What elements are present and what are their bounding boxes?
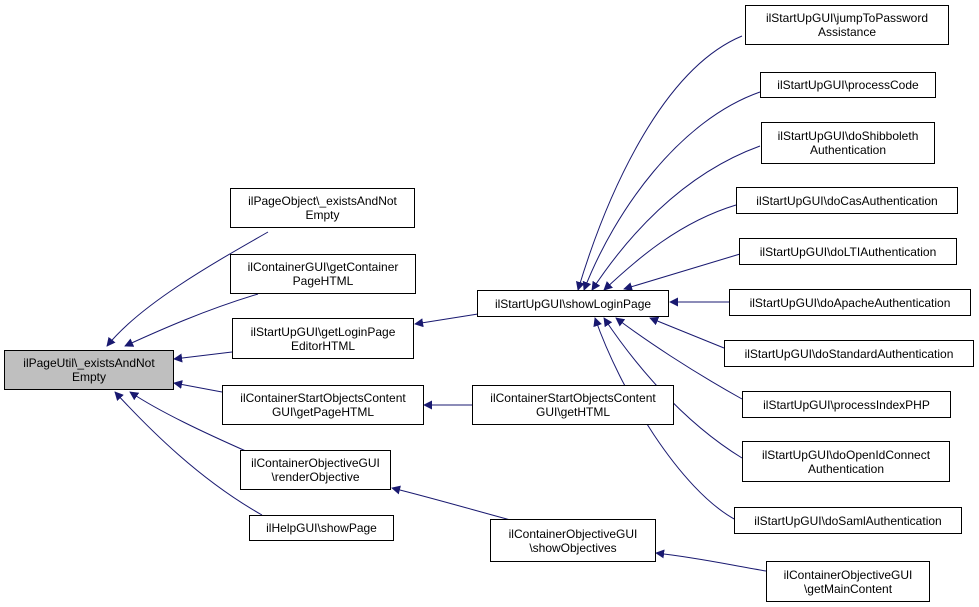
node-startupgui-showloginpage[interactable]: ilStartUpGUI\showLoginPage xyxy=(477,290,669,317)
node-helpgui-showpage[interactable]: ilHelpGUI\showPage xyxy=(249,515,394,541)
node-startupgui-docasauthentication[interactable]: ilStartUpGUI\doCasAuthentication xyxy=(736,187,958,214)
node-label: ilHelpGUI\showPage xyxy=(266,521,377,535)
node-objectivegui-renderobjective[interactable]: ilContainerObjectiveGUI\renderObjective xyxy=(240,450,391,490)
node-startupgui-doapacheauthentication[interactable]: ilStartUpGUI\doApacheAuthentication xyxy=(729,289,971,316)
node-label: ilPageUtil\_existsAndNot xyxy=(23,356,155,370)
node-label: Empty xyxy=(305,208,340,222)
node-label: Authentication xyxy=(807,461,885,476)
edge-pageobject-to-root xyxy=(106,231,269,347)
node-label: ilContainerStartObjectsContent xyxy=(490,391,656,405)
node-label: ilContainerObjectiveGUI xyxy=(251,456,380,470)
node-label: Authentication xyxy=(809,143,887,157)
edge-lti-to-showlogin xyxy=(623,253,741,291)
edge-startupeditor-to-root xyxy=(173,351,233,363)
node-label: EditorHTML xyxy=(290,338,355,353)
edge-help-to-root xyxy=(114,391,263,516)
node-label: ilStartUpGUI\showLoginPage xyxy=(494,296,652,311)
node-label: GUI\getHTML xyxy=(535,405,610,419)
node-startupgui-processindexphp[interactable]: ilStartUpGUI\processIndexPHP xyxy=(742,391,951,418)
edge-cas-to-showlogin xyxy=(603,204,737,291)
edge-objective-to-root xyxy=(129,391,249,453)
edge-standard-to-showlogin xyxy=(649,316,725,349)
node-label: PageHTML xyxy=(292,274,354,288)
edge-maincontent-to-showobjectives xyxy=(655,549,767,572)
node-label: \renderObjective xyxy=(271,470,360,484)
node-label: Assistance xyxy=(817,25,877,39)
node-label: ilStartUpGUI\jumpToPassword xyxy=(765,11,929,25)
node-label: \getMainContent xyxy=(803,581,893,596)
node-startupgui-doltiauthentication[interactable]: ilStartUpGUI\doLTIAuthentication xyxy=(739,238,957,265)
node-label: ilStartUpGUI\doShibboleth xyxy=(777,129,919,143)
node-label: ilContainerGUI\getContainer xyxy=(247,260,399,274)
node-label: ilStartUpGUI\doStandardAuthentication xyxy=(744,346,954,361)
node-label: ilContainerObjectiveGUI xyxy=(508,526,638,541)
edge-csopage-to-root xyxy=(173,380,223,393)
node-label: ilStartUpGUI\doOpenIdConnect xyxy=(761,447,931,462)
node-startupgui-dosamlauthentication[interactable]: ilStartUpGUI\doSamlAuthentication xyxy=(734,507,962,534)
edge-showlogin-to-editor xyxy=(414,313,479,328)
node-label: ilPageObject\_existsAndNot xyxy=(248,194,397,208)
edge-shibboleth-to-showlogin xyxy=(591,145,761,291)
edge-jump-to-showlogin xyxy=(576,35,743,291)
node-label: ilStartUpGUI\getLoginPage xyxy=(250,324,396,339)
node-startupgui-processcode[interactable]: ilStartUpGUI\processCode xyxy=(760,72,936,98)
node-label: ilContainerStartObjectsContent xyxy=(240,391,406,405)
node-label: ilStartUpGUI\doLTIAuthentication xyxy=(759,244,937,259)
node-label: Empty xyxy=(71,370,106,384)
node-startupgui-dostandardauthentication[interactable]: ilStartUpGUI\doStandardAuthentication xyxy=(724,340,974,367)
node-label: ilStartUpGUI\doCasAuthentication xyxy=(756,193,938,208)
node-label: ilStartUpGUI\processIndexPHP xyxy=(763,397,930,412)
edge-indexphp-to-showlogin xyxy=(615,317,743,400)
edge-containergui-to-root xyxy=(124,293,259,347)
node-objectivegui-showobjectives[interactable]: ilContainerObjectiveGUI\showObjectives xyxy=(490,519,656,562)
node-label: ilStartUpGUI\processCode xyxy=(777,78,919,92)
node-label: \showObjectives xyxy=(529,540,617,555)
node-objectivegui-getmaincontent[interactable]: ilContainerObjectiveGUI\getMainContent xyxy=(766,561,930,602)
edge-processcode-to-showlogin xyxy=(582,91,761,291)
edge-saml-to-showlogin xyxy=(593,317,737,521)
node-label: ilStartUpGUI\doApacheAuthentication xyxy=(749,295,951,310)
edge-showobjectives-to-objective xyxy=(391,485,519,523)
node-label: GUI\getPageHTML xyxy=(271,405,375,419)
node-label: ilStartUpGUI\doSamlAuthentication xyxy=(754,513,942,528)
node-label: ilContainerObjectiveGUI xyxy=(783,567,913,582)
